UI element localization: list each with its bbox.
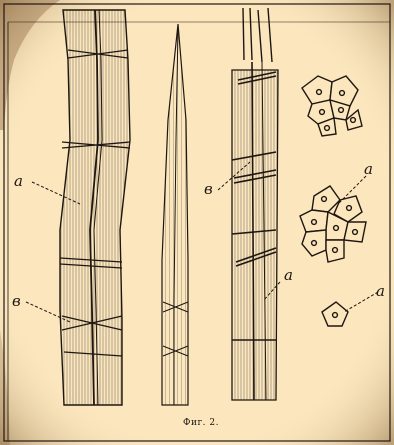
label-cells-a-upper: a — [364, 160, 373, 178]
figure-caption: Фиг. 2. — [183, 418, 219, 428]
fiber-3-body — [232, 70, 278, 400]
label-fiber1-a: a — [14, 172, 23, 190]
label-fiber3-b: в — [204, 180, 213, 198]
label-cells-a-lower: a — [376, 282, 385, 300]
fiber-1 — [60, 10, 130, 405]
label-fiber3-a: a — [284, 266, 293, 284]
fiber-1-body — [60, 10, 130, 405]
label-fiber1-b: в — [12, 292, 21, 310]
